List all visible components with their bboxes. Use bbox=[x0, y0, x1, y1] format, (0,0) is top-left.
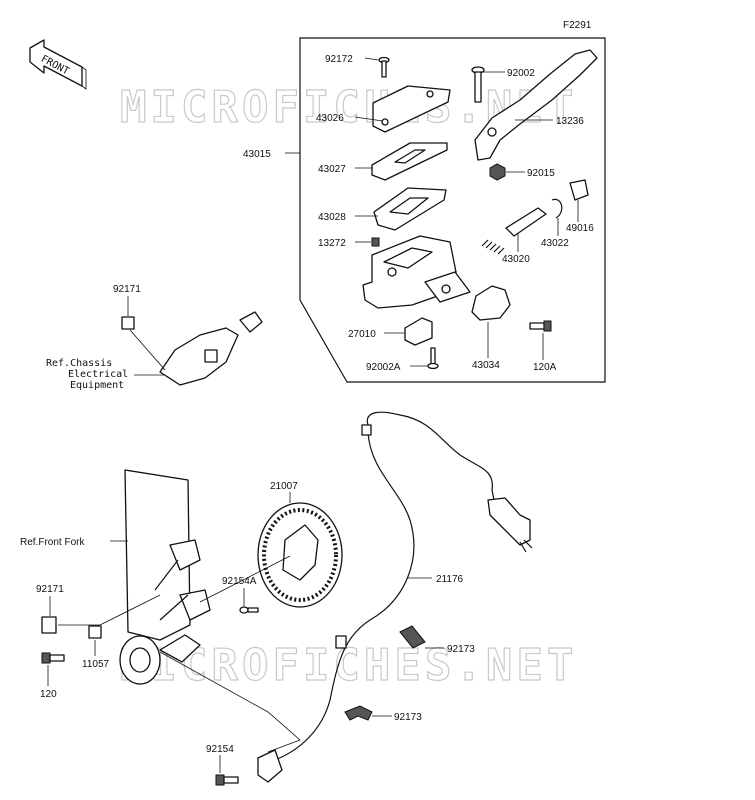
label-120A: 120A bbox=[533, 362, 557, 373]
plate-43027 bbox=[371, 142, 448, 181]
bolt-120 bbox=[41, 652, 65, 664]
abs-sensor bbox=[257, 749, 283, 783]
brake-lever-13236 bbox=[474, 49, 598, 161]
bracket-chassis bbox=[159, 311, 263, 386]
label-92172: 92172 bbox=[325, 54, 353, 65]
ref-front-fork: Ref.Front Fork bbox=[20, 537, 85, 548]
holder-43034 bbox=[471, 285, 511, 321]
label-43028: 43028 bbox=[318, 212, 346, 223]
label-92154: 92154 bbox=[206, 744, 234, 755]
label-92171-bottom: 92171 bbox=[36, 584, 64, 595]
front-fork bbox=[119, 469, 211, 685]
label-43022: 43022 bbox=[541, 238, 569, 249]
label-43027: 43027 bbox=[318, 164, 346, 175]
label-13236: 13236 bbox=[556, 116, 584, 127]
ref-chassis-2: Electrical bbox=[68, 369, 128, 380]
label-11057: 11057 bbox=[82, 659, 110, 670]
assembly-43015-frame bbox=[299, 37, 606, 383]
clip-92171-bottom bbox=[41, 616, 57, 634]
nut-92015 bbox=[489, 163, 506, 181]
label-49016: 49016 bbox=[566, 223, 594, 234]
label-92173-a: 92173 bbox=[447, 644, 475, 655]
label-13272: 13272 bbox=[318, 238, 346, 249]
label-43020: 43020 bbox=[502, 254, 530, 265]
screw-92154A bbox=[239, 606, 259, 614]
ref-chassis-3: Equipment bbox=[70, 380, 124, 391]
switch-27010 bbox=[404, 317, 433, 346]
bolt-120A bbox=[529, 320, 552, 332]
screw-92172 bbox=[378, 56, 390, 78]
label-92002: 92002 bbox=[507, 68, 535, 79]
guide-line-lower bbox=[159, 651, 301, 753]
label-21007: 21007 bbox=[270, 481, 298, 492]
sensor-cable-21176 bbox=[274, 411, 533, 761]
abs-rotor-21007 bbox=[257, 502, 343, 608]
clip-92171-top bbox=[121, 316, 135, 330]
clamp-11057 bbox=[88, 625, 102, 639]
bolt-92002 bbox=[471, 66, 485, 103]
clamp-92173-b bbox=[344, 705, 373, 721]
piston-43020 bbox=[481, 207, 547, 255]
guide-line-rotor bbox=[199, 555, 291, 603]
front-arrow-icon: FRONT bbox=[29, 39, 87, 90]
label-92173-b: 92173 bbox=[394, 712, 422, 723]
label-43015: 43015 bbox=[243, 149, 271, 160]
label-92015: 92015 bbox=[527, 168, 555, 179]
master-cylinder-body bbox=[362, 235, 471, 309]
screw-92002A bbox=[427, 347, 439, 370]
label-92171-top: 92171 bbox=[113, 284, 141, 295]
part-13272 bbox=[371, 237, 380, 247]
screw-92154 bbox=[215, 774, 239, 786]
label-43026: 43026 bbox=[316, 113, 344, 124]
label-21176: 21176 bbox=[436, 574, 464, 585]
diagram-code: F2291 bbox=[563, 20, 592, 31]
label-92002A: 92002A bbox=[366, 362, 401, 373]
boot-49016 bbox=[569, 179, 589, 201]
label-43034: 43034 bbox=[472, 360, 500, 371]
ref-chassis-1: Ref.Chassis bbox=[46, 358, 112, 369]
label-120: 120 bbox=[40, 689, 57, 700]
clamp-92173-a bbox=[399, 625, 426, 649]
label-27010: 27010 bbox=[348, 329, 376, 340]
circlip-43022 bbox=[551, 198, 563, 219]
